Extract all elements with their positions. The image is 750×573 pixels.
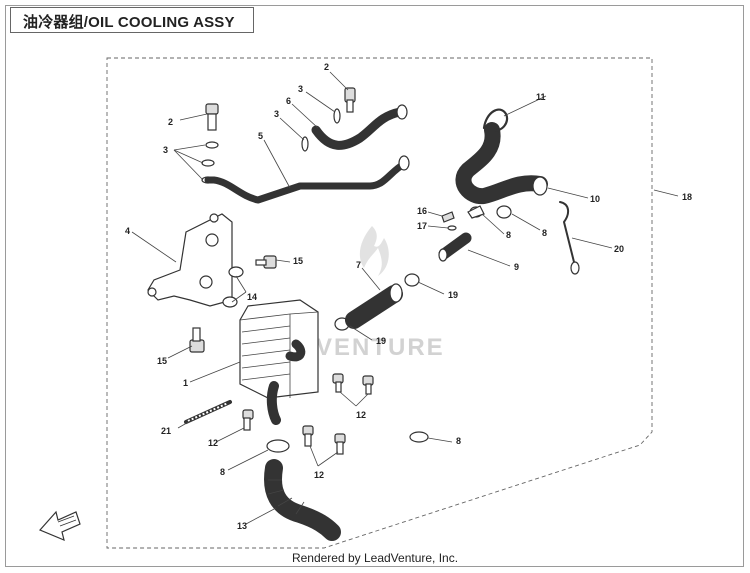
callout-12b: 12 — [208, 438, 218, 448]
outer-frame — [5, 5, 744, 567]
callout-3a: 3 — [163, 145, 168, 155]
part-oil-pipe-5 — [204, 155, 410, 204]
part-clamp-8b — [409, 431, 429, 443]
callout-19b: 19 — [376, 336, 386, 346]
callout-15a: 15 — [293, 256, 303, 266]
part-washer-3e — [333, 108, 341, 124]
callout-20: 20 — [614, 244, 624, 254]
part-bolt-12e — [334, 433, 346, 455]
callout-3b: 3 — [274, 109, 279, 119]
part-washer-17 — [447, 225, 457, 231]
part-bolt-12b — [362, 375, 374, 395]
part-bolt-15a — [255, 255, 277, 269]
part-washer-3d — [301, 136, 309, 152]
leader-lines — [131, 71, 679, 525]
callout-8d: 8 — [456, 436, 461, 446]
part-oring-14b — [222, 296, 238, 308]
part-washer-3a — [205, 141, 219, 149]
part-nipple-8 — [467, 205, 485, 219]
page-title: 油冷器组/OIL COOLING ASSY — [23, 14, 235, 31]
part-clip-11 — [482, 108, 509, 132]
callout-21: 21 — [161, 426, 171, 436]
footer-credit: Rendered by LeadVenture, Inc. — [291, 551, 459, 565]
callout-12a: 12 — [356, 410, 366, 420]
part-oil-pipe-6 — [311, 104, 408, 150]
watermark-flame-icon — [359, 226, 389, 276]
part-bolt-12d — [302, 425, 314, 447]
part-oil-cooler-1 — [239, 299, 319, 425]
callout-17: 17 — [417, 221, 427, 231]
part-oring-14a — [228, 266, 244, 278]
direction-arrow-icon — [38, 510, 81, 542]
callout-2a: 2 — [168, 117, 173, 127]
callout-3c: 3 — [298, 84, 303, 94]
callout-8b: 8 — [542, 228, 547, 238]
part-hose-10 — [455, 122, 548, 205]
callout-10: 10 — [590, 194, 600, 204]
part-hose-7 — [345, 283, 403, 329]
callout-6: 6 — [286, 96, 291, 106]
part-hose-13 — [264, 459, 341, 541]
part-stud-21 — [184, 400, 232, 424]
callout-15b: 15 — [157, 356, 167, 366]
part-bolt-15b — [189, 327, 205, 353]
part-bracket-4 — [147, 213, 233, 307]
callout-19a: 19 — [448, 290, 458, 300]
part-bolt-12a — [332, 373, 344, 393]
title-box: 油冷器组/OIL COOLING ASSY — [10, 7, 254, 33]
part-wire-clip-20 — [559, 201, 580, 275]
callout-2b: 2 — [324, 62, 329, 72]
part-clamp-8a — [266, 439, 290, 453]
part-washer-3b — [201, 159, 215, 167]
part-clamp-19a — [404, 273, 420, 287]
callout-1: 1 — [183, 378, 188, 388]
callout-11: 11 — [536, 92, 546, 102]
callout-labels: 1 2 2 3 3 3 4 5 6 7 8 8 8 8 9 10 11 12 1… — [125, 62, 692, 531]
assembly-boundary — [106, 57, 653, 549]
part-bolt-2-top — [344, 87, 356, 113]
callout-8a: 8 — [506, 230, 511, 240]
callout-13: 13 — [237, 521, 247, 531]
part-bolt-12c — [242, 409, 254, 431]
callout-14: 14 — [247, 292, 257, 302]
part-fitting-16 — [441, 211, 455, 223]
callout-8c: 8 — [220, 467, 225, 477]
callout-4: 4 — [125, 226, 130, 236]
callout-16: 16 — [417, 206, 427, 216]
part-bolt-2-left — [205, 103, 219, 131]
part-clamp-8d — [496, 205, 512, 219]
watermark-text: VENTURE — [316, 334, 445, 361]
callout-18: 18 — [682, 192, 692, 202]
part-fitting-9 — [438, 232, 472, 262]
callout-12c: 12 — [314, 470, 324, 480]
callout-7: 7 — [356, 260, 361, 270]
callout-5: 5 — [258, 131, 263, 141]
callout-9: 9 — [514, 262, 519, 272]
